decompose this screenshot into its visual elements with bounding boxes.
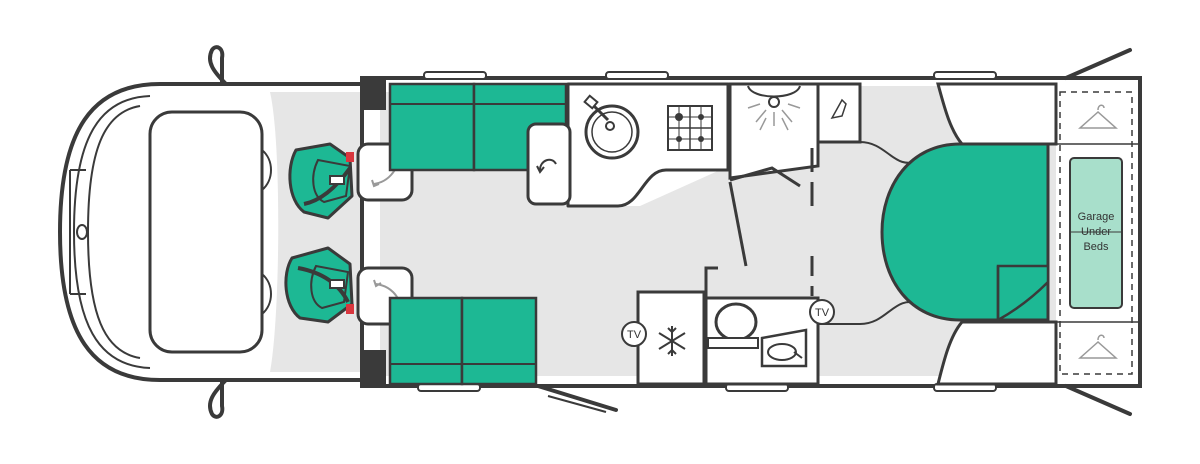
hob-icon	[667, 105, 713, 151]
rear-awning-bottom	[1064, 384, 1132, 416]
lounge-sofa-bottom	[388, 296, 538, 386]
b-pillar-top	[362, 78, 386, 110]
washroom	[704, 256, 820, 386]
sofa-cushion	[460, 296, 538, 386]
cab-seat-driver	[288, 142, 414, 220]
lounge-sofa-top	[388, 82, 568, 172]
garage-label-line3: Beds	[1083, 241, 1109, 253]
mirror-bottom	[207, 378, 228, 419]
wardrobe-unit	[816, 82, 862, 144]
shower-tray	[728, 82, 820, 180]
entrance-door	[536, 384, 618, 412]
window-top-2	[605, 71, 669, 80]
garage-label-line1: Garage	[1078, 211, 1115, 223]
b-pillar-bottom	[362, 350, 386, 386]
dash-curve-2	[261, 273, 272, 315]
rear-awning-top	[1064, 48, 1132, 80]
garage-box	[1069, 157, 1123, 309]
tv-label-rear: TV	[815, 307, 830, 319]
washroom-wall	[704, 266, 718, 298]
toilet-icon	[714, 302, 758, 342]
cab-emblem	[76, 224, 88, 240]
kitchen	[526, 82, 730, 208]
toilet-cistern	[707, 337, 759, 349]
cab-floor	[270, 92, 362, 372]
shower-icon	[747, 96, 801, 131]
sofa-cushion	[388, 296, 464, 386]
window-top-3	[933, 71, 997, 80]
belt-anchor	[346, 152, 354, 162]
fridge-unit	[636, 290, 706, 386]
belt-anchor	[346, 304, 354, 314]
belt-buckle	[329, 279, 345, 289]
fridge-snowflake-icon	[658, 326, 686, 356]
kitchen-side-unit	[526, 122, 572, 206]
belt-buckle	[329, 175, 345, 185]
sofa-cushion	[388, 82, 476, 172]
seat-belt	[303, 166, 352, 206]
dash-curve	[261, 149, 272, 191]
tv-marker-rear: TV	[809, 299, 835, 325]
shower-door	[729, 166, 801, 188]
dashboard	[148, 110, 264, 354]
cab	[57, 45, 364, 419]
hanger-icon	[1078, 104, 1118, 129]
window-top-1	[423, 71, 487, 80]
garage-area	[1059, 91, 1133, 375]
partition	[728, 181, 748, 267]
rear-wardrobe-top	[936, 82, 1058, 146]
door-swing	[547, 395, 607, 413]
seat-belt	[297, 266, 350, 303]
shower-room	[728, 82, 820, 267]
tv-marker-front: TV	[621, 321, 647, 347]
wardrobe-mid	[810, 82, 862, 210]
sink-icon	[584, 104, 640, 160]
tv-label-front: TV	[627, 329, 642, 341]
cab-inner-line	[72, 95, 151, 369]
rear-bedroom: Garage Under Beds	[818, 82, 1140, 386]
hanger-icon	[1078, 334, 1118, 359]
swivel-arrow-icon	[539, 158, 557, 171]
mirror-top	[207, 45, 228, 86]
garage-label-line2: Under	[1081, 226, 1111, 238]
hanger-icon	[830, 98, 847, 120]
rear-wardrobe-bottom	[936, 320, 1058, 386]
cab-seat-passenger	[284, 246, 414, 326]
